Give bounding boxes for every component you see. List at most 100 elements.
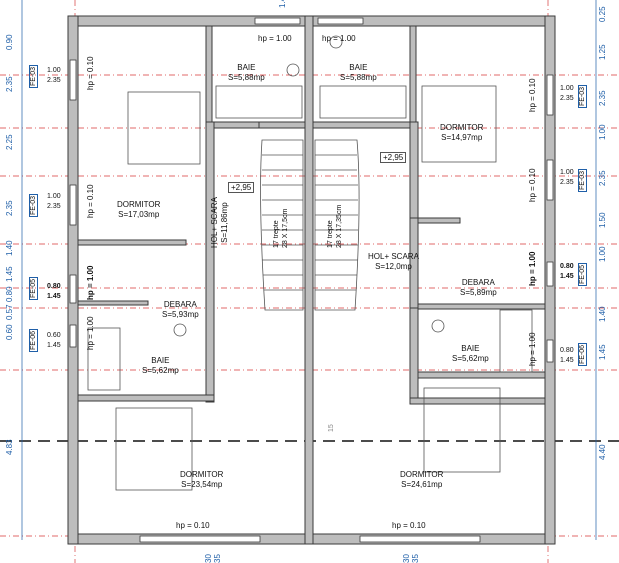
room-area: S=11,86mp bbox=[220, 202, 229, 243]
room-name: HOL+ SCARA bbox=[368, 252, 419, 261]
sill-left-3: hp = 1.00 bbox=[86, 265, 95, 300]
stair-label-right: 17 trepte 28 X 17,35cm bbox=[326, 205, 344, 248]
window-dim-right-3: 0.80 1.45 bbox=[560, 262, 574, 282]
window-tag: FE-03 bbox=[29, 193, 38, 217]
window-width: 0.60 bbox=[47, 332, 61, 339]
level-right: +2,95 bbox=[380, 152, 407, 163]
dim-value: 1.00 bbox=[598, 124, 607, 140]
window-height: 1.45 bbox=[47, 293, 61, 300]
level-left: +2,95 bbox=[228, 182, 255, 193]
room-debara-left: DEBARA S=5,93mp bbox=[162, 300, 199, 320]
room-name: DEBARA bbox=[461, 278, 495, 287]
room-name: BAIE bbox=[349, 63, 368, 72]
room-name: BAIE bbox=[461, 344, 480, 353]
stair-label-left: 17 trepte 28 X 17,5cm bbox=[272, 209, 290, 248]
dim-value: 1.00 bbox=[598, 246, 607, 262]
room-baie2-right: BAIE S=5,62mp bbox=[452, 344, 489, 364]
sill-right-4: hp = 1.00 bbox=[528, 332, 537, 366]
dim-value: 1.40 bbox=[598, 306, 607, 322]
dim-value: 2.25 bbox=[5, 134, 14, 150]
sill-right-2: hp = 0.10 bbox=[528, 168, 537, 202]
window-height: 2.35 bbox=[560, 179, 574, 186]
window-height: 2.35 bbox=[47, 203, 61, 210]
room-name: DORMITOR bbox=[440, 123, 484, 132]
window-height: 1.45 bbox=[47, 342, 61, 349]
room-name: BAIE bbox=[151, 356, 170, 365]
toilet-left-bottom bbox=[173, 323, 187, 337]
window-dim-right-4: 0.80 1.45 bbox=[560, 346, 574, 366]
room-area: S=5,88mp bbox=[340, 73, 377, 82]
toilet-right-bottom bbox=[431, 319, 445, 333]
room-area: S=12,0mp bbox=[375, 262, 412, 271]
window-dim-right-2: 1.00 2.35 bbox=[560, 168, 574, 188]
window-tag: FE-03 bbox=[29, 64, 38, 88]
room-name: DORMITOR bbox=[117, 200, 161, 209]
room-baie-left: BAIE S=5,88mp bbox=[228, 63, 265, 83]
window-dim-left-3: 0.80 1.45 bbox=[47, 282, 61, 302]
center-mark: 15 bbox=[328, 424, 335, 432]
sill-top-right: hp = 1.00 bbox=[322, 34, 356, 43]
room-name: DORMITOR bbox=[400, 470, 444, 479]
sill-top-left: hp = 1.00 bbox=[258, 34, 292, 43]
bed-right-top bbox=[421, 85, 497, 163]
room-name: DEBARA bbox=[163, 300, 197, 309]
dim-value: 0.25 bbox=[598, 6, 607, 22]
room-baie2-left: BAIE S=5,62mp bbox=[142, 356, 179, 376]
window-tag: FE-05 bbox=[578, 262, 587, 286]
window-width: 0.80 bbox=[560, 347, 574, 354]
bathtub-right-bottom bbox=[499, 309, 533, 373]
dim-value: 2.35 bbox=[5, 200, 14, 216]
dim-value: 1.45 bbox=[5, 266, 14, 282]
sill-left-2: hp = 0.10 bbox=[86, 184, 95, 218]
dimension-lines bbox=[21, 0, 597, 540]
window-height: 2.35 bbox=[47, 77, 61, 84]
dim-value: 4.83 bbox=[5, 439, 14, 455]
sill-bottom-left: hp = 0.10 bbox=[176, 521, 210, 530]
dim-value: 2.35 bbox=[5, 76, 14, 92]
window-width: 0.80 bbox=[47, 283, 61, 290]
window-dim-left-1: 1.00 2.35 bbox=[47, 66, 61, 86]
room-baie-right: BAIE S=5,88mp bbox=[340, 63, 377, 83]
room-debara-right: DEBARA S=5,89mp bbox=[460, 278, 497, 298]
window-height: 1.45 bbox=[560, 357, 574, 364]
dim-value: 2.35 bbox=[598, 170, 607, 186]
dim-value: 2.35 bbox=[598, 90, 607, 106]
bed-right-bottom bbox=[423, 387, 501, 473]
window-width: 1.00 bbox=[47, 193, 61, 200]
sill-bottom-right: hp = 0.10 bbox=[392, 521, 426, 530]
dim-top: 1.4 bbox=[278, 0, 287, 8]
staircase-left bbox=[260, 139, 304, 311]
windows bbox=[69, 17, 554, 543]
bed-left-bottom bbox=[115, 407, 193, 491]
furniture bbox=[87, 35, 533, 491]
room-dormitor-left: DORMITOR S=17,03mp bbox=[117, 200, 160, 220]
window-tag: FE-05 bbox=[29, 276, 38, 300]
dim-value: 1.50 bbox=[598, 212, 607, 228]
dim-value: 4.40 bbox=[598, 444, 607, 460]
sill-left-1: hp = 0.10 bbox=[86, 56, 95, 90]
window-dim-right-1: 1.00 2.35 bbox=[560, 84, 574, 104]
dim-value: 0.57 bbox=[5, 304, 14, 320]
dim-value: 1.40 bbox=[5, 240, 14, 256]
room-dormitor2-right: DORMITOR S=24,61mp bbox=[400, 470, 443, 490]
dim-value: 0.90 bbox=[5, 34, 14, 50]
window-height: 1.45 bbox=[560, 273, 574, 280]
stair-steps: 17 trepte bbox=[327, 220, 334, 248]
room-area: S=5,62mp bbox=[452, 354, 489, 363]
sill-right-1: hp = 0.10 bbox=[528, 78, 537, 112]
room-hol-right: HOL+ SCARA S=12,0mp bbox=[368, 252, 419, 272]
toilet-left-top bbox=[286, 63, 300, 77]
dim-value: 0.80 bbox=[5, 286, 14, 302]
dim-value: 0.60 bbox=[5, 324, 14, 340]
window-width: 0.80 bbox=[560, 263, 574, 270]
dim-bottom-1: 30 bbox=[204, 554, 213, 563]
bathtub-left-top bbox=[215, 85, 303, 119]
room-area: S=14,97mp bbox=[441, 133, 483, 142]
dim-value: 1.25 bbox=[598, 44, 607, 60]
room-area: S=5,89mp bbox=[460, 288, 497, 297]
window-dim-left-2: 1.00 2.35 bbox=[47, 192, 61, 212]
room-area: S=24,61mp bbox=[401, 480, 443, 489]
window-tag: FE-03 bbox=[578, 84, 587, 108]
bathtub-left-bottom bbox=[87, 327, 121, 391]
